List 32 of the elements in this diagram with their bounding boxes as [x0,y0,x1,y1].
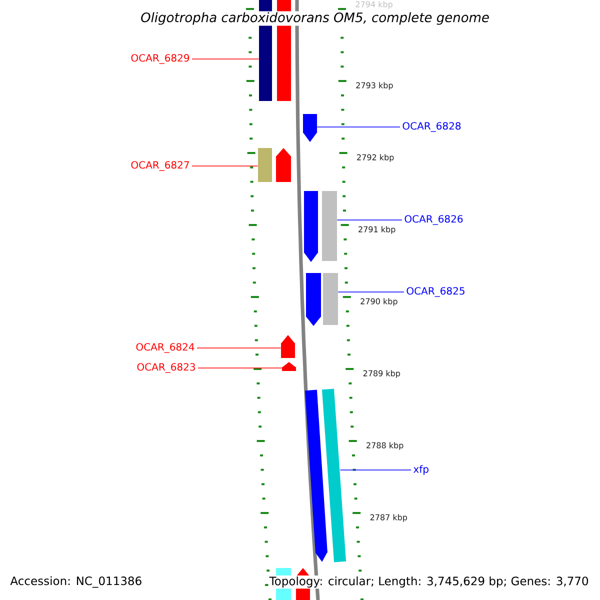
gene-segment [306,273,321,326]
gene-bar [323,273,338,325]
tick-label: 2791 kbp [358,226,396,234]
gene-label: OCAR_6823 [137,363,195,373]
gene-label: OCAR_6828 [402,122,461,132]
gene-bar [322,388,346,562]
gene-label: OCAR_6825 [406,287,464,297]
leader-line [316,126,400,128]
gene-label: OCAR_6824 [136,343,194,353]
gene-segment [303,114,317,142]
tick-label: 2788 kbp [366,442,404,450]
accession-text: Accession: NC_011386 [10,576,142,588]
gene-label: OCAR_6827 [131,161,189,171]
tick-label: 2787 kbp [370,514,408,522]
tick-label: 2794 kbp [356,1,392,9]
gene-bar [322,191,337,261]
gene-segment [282,362,296,371]
tick-label: 2790 kbp [360,298,398,306]
gene-segment [304,191,318,262]
tick-label: 2792 kbp [357,154,394,162]
gene-segment [276,148,291,182]
gene-segment [281,335,295,358]
title: Oligotropha carboxidovorans OM5, complete genome [138,11,492,26]
leader-line [192,58,260,60]
tick-label: 2789 kbp [363,370,400,378]
gene-bar [258,148,272,182]
gene-label: xfp [413,465,428,475]
genome-info-text: Topology: circular; Length: 3,745,629 bp; Genes: 3,770 [268,575,590,589]
gene-segment [304,390,328,562]
gene-label: OCAR_6829 [131,54,190,64]
tick-label: 2793 kbp [356,82,393,90]
gene-label: OCAR_6826 [404,215,463,225]
